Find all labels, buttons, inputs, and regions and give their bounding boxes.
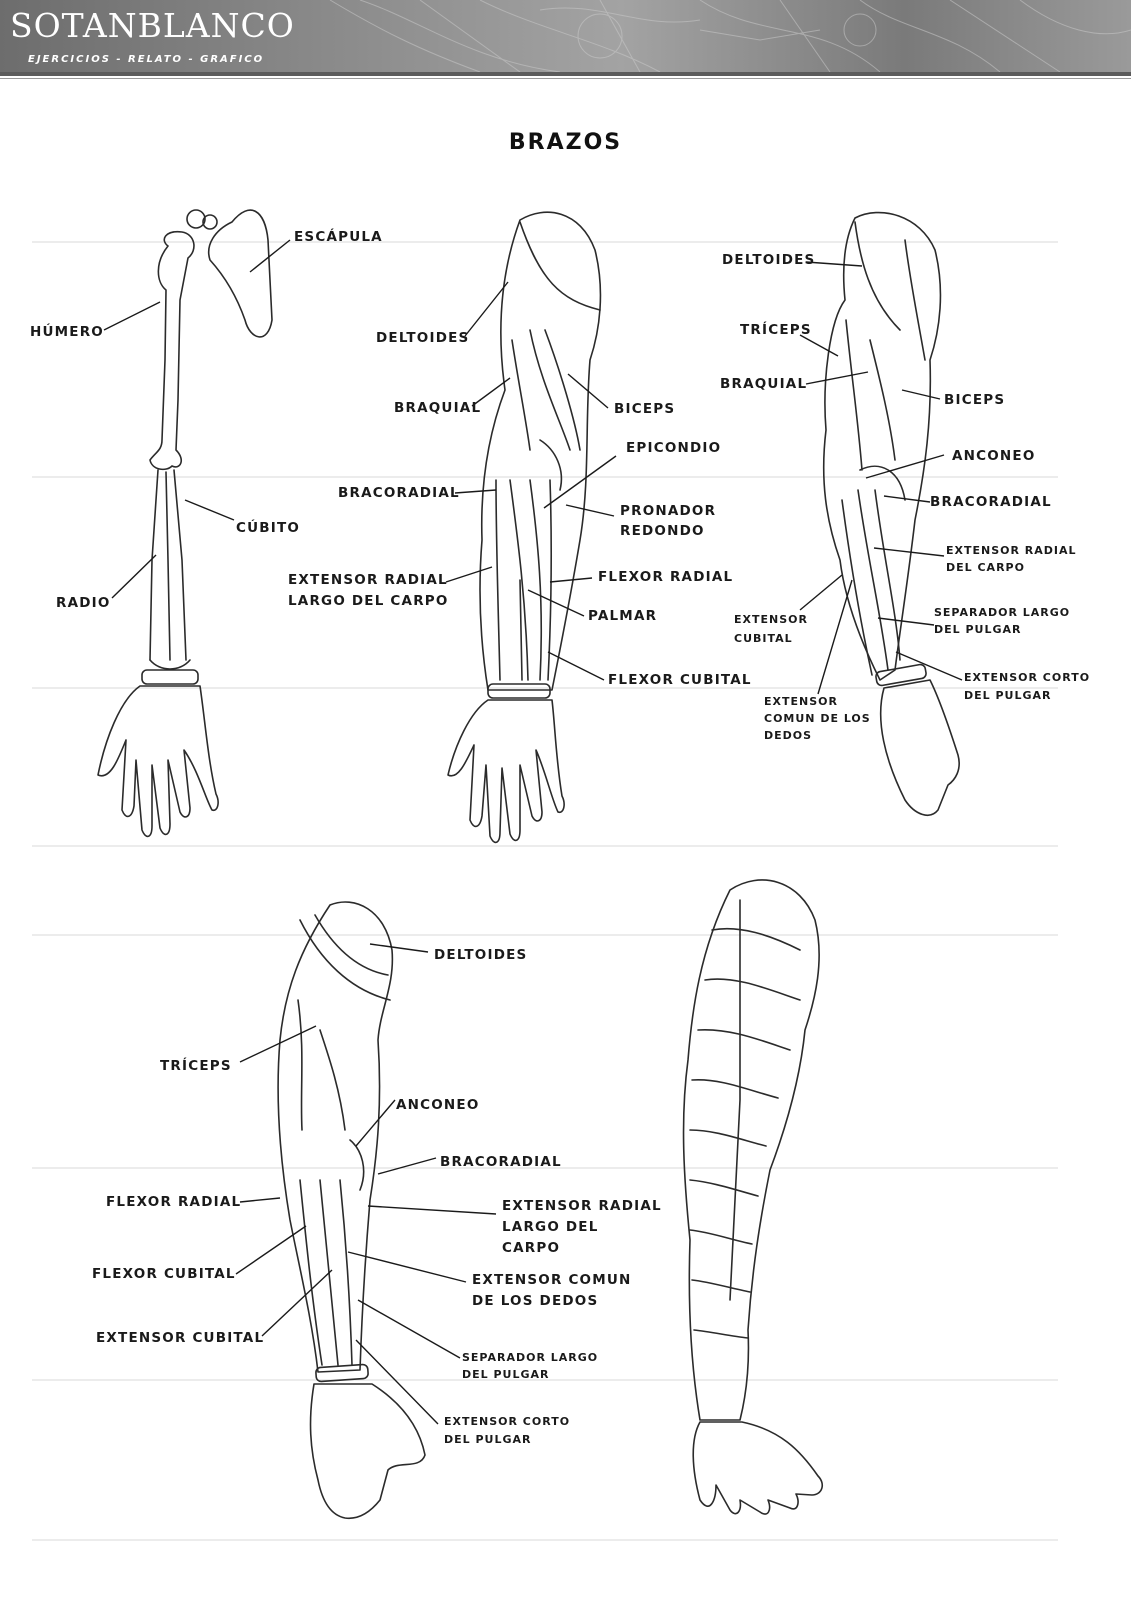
label-a2-deltoides: DELTOIDES (376, 330, 470, 346)
label-a4-ext-comun-2: DE LOS DEDOS (472, 1293, 599, 1309)
label-a4-flexor-radial: FLEXOR RADIAL (106, 1194, 242, 1210)
contour-study-arm (682, 879, 824, 1515)
leader-lines (103, 239, 963, 1425)
muscle-arm-front (447, 211, 602, 844)
site-logo[interactable]: SOTANBLANCO (10, 6, 295, 45)
label-a4-flexor-cubital: FLEXOR CUBITAL (92, 1266, 236, 1282)
label-a2-pronador-2: REDONDO (620, 523, 705, 539)
label-a2-ext-radial-2: LARGO DEL CARPO (288, 593, 449, 609)
label-a4-separador-2: DEL PULGAR (462, 1368, 550, 1381)
label-a2-flexor-cubital: FLEXOR CUBITAL (608, 672, 752, 688)
label-a3-anconeo: ANCONEO (952, 448, 1036, 464)
label-a3-ext-corto-1: EXTENSOR CORTO (964, 671, 1091, 684)
site-tagline: EJERCICIOS - RELATO - GRAFICO (28, 54, 265, 65)
label-a4-separador-1: SEPARADOR LARGO (462, 1351, 599, 1364)
label-a2-braquial: BRAQUIAL (394, 400, 482, 416)
label-a3-ext-cubital-2: CUBITAL (734, 632, 793, 645)
page-title: BRAZOS (508, 130, 623, 155)
label-a2-epicondio: EPICONDIO (626, 440, 722, 456)
label-a3-ext-cubital-1: EXTENSOR (734, 613, 808, 626)
label-humero: HÚMERO (30, 324, 104, 340)
guide-lines (32, 241, 1058, 1541)
label-a4-deltoides: DELTOIDES (434, 947, 528, 963)
label-a4-triceps: TRÍCEPS (160, 1058, 232, 1074)
label-a3-braquial: BRAQUIAL (720, 376, 808, 392)
label-radio: RADIO (56, 595, 111, 611)
label-a3-ext-comun-2: COMUN DE LOS (764, 712, 871, 725)
label-a4-ext-radial-1: EXTENSOR RADIAL (502, 1198, 662, 1214)
label-a3-ext-comun-1: EXTENSOR (764, 695, 838, 708)
label-a2-ext-radial-1: EXTENSOR RADIAL (288, 572, 448, 588)
skeleton-arm (97, 209, 273, 838)
label-a4-ext-radial-2: LARGO DEL (502, 1219, 599, 1235)
label-a2-biceps: BICEPS (614, 401, 676, 417)
header-rule (0, 72, 1131, 76)
label-a3-triceps: TRÍCEPS (740, 322, 812, 338)
label-a3-ext-radial-carpo-1: EXTENSOR RADIAL (946, 544, 1077, 557)
label-a4-ext-corto-1: EXTENSOR CORTO (444, 1415, 571, 1428)
label-a3-ext-radial-carpo-2: DEL CARPO (946, 561, 1025, 574)
label-a3-deltoides: DELTOIDES (722, 252, 816, 268)
label-a4-ext-comun-1: EXTENSOR COMUN (472, 1272, 632, 1288)
label-a4-ext-radial-3: CARPO (502, 1240, 561, 1256)
header-rule-thin (0, 78, 1131, 79)
muscle-arm-side (822, 211, 960, 816)
label-a2-flexor-radial: FLEXOR RADIAL (598, 569, 734, 585)
label-a4-ext-corto-2: DEL PULGAR (444, 1433, 532, 1446)
label-a2-palmar: PALMAR (588, 608, 658, 624)
label-a3-bracoradial: BRACORADIAL (930, 494, 1052, 510)
label-a3-biceps: BICEPS (944, 392, 1006, 408)
label-a4-bracoradial: BRACORADIAL (440, 1154, 562, 1170)
label-a4-ext-cubital: EXTENSOR CUBITAL (96, 1330, 265, 1346)
label-a3-separador-1: SEPARADOR LARGO (934, 606, 1071, 619)
label-a3-ext-comun-3: DEDOS (764, 729, 813, 742)
header-texture (329, 0, 1131, 72)
header-banner: SOTANBLANCO EJERCICIOS - RELATO - GRAFIC… (0, 0, 1131, 72)
label-escapula: ESCÁPULA (294, 229, 383, 245)
label-a4-anconeo: ANCONEO (396, 1097, 480, 1113)
label-cubito: CÚBITO (236, 520, 301, 536)
label-a2-bracoradial: BRACORADIAL (338, 485, 460, 501)
label-a3-separador-2: DEL PULGAR (934, 623, 1022, 636)
label-a2-pronador-1: PRONADOR (620, 503, 717, 519)
muscle-arm-back (277, 901, 426, 1520)
label-a3-ext-corto-2: DEL PULGAR (964, 689, 1052, 702)
